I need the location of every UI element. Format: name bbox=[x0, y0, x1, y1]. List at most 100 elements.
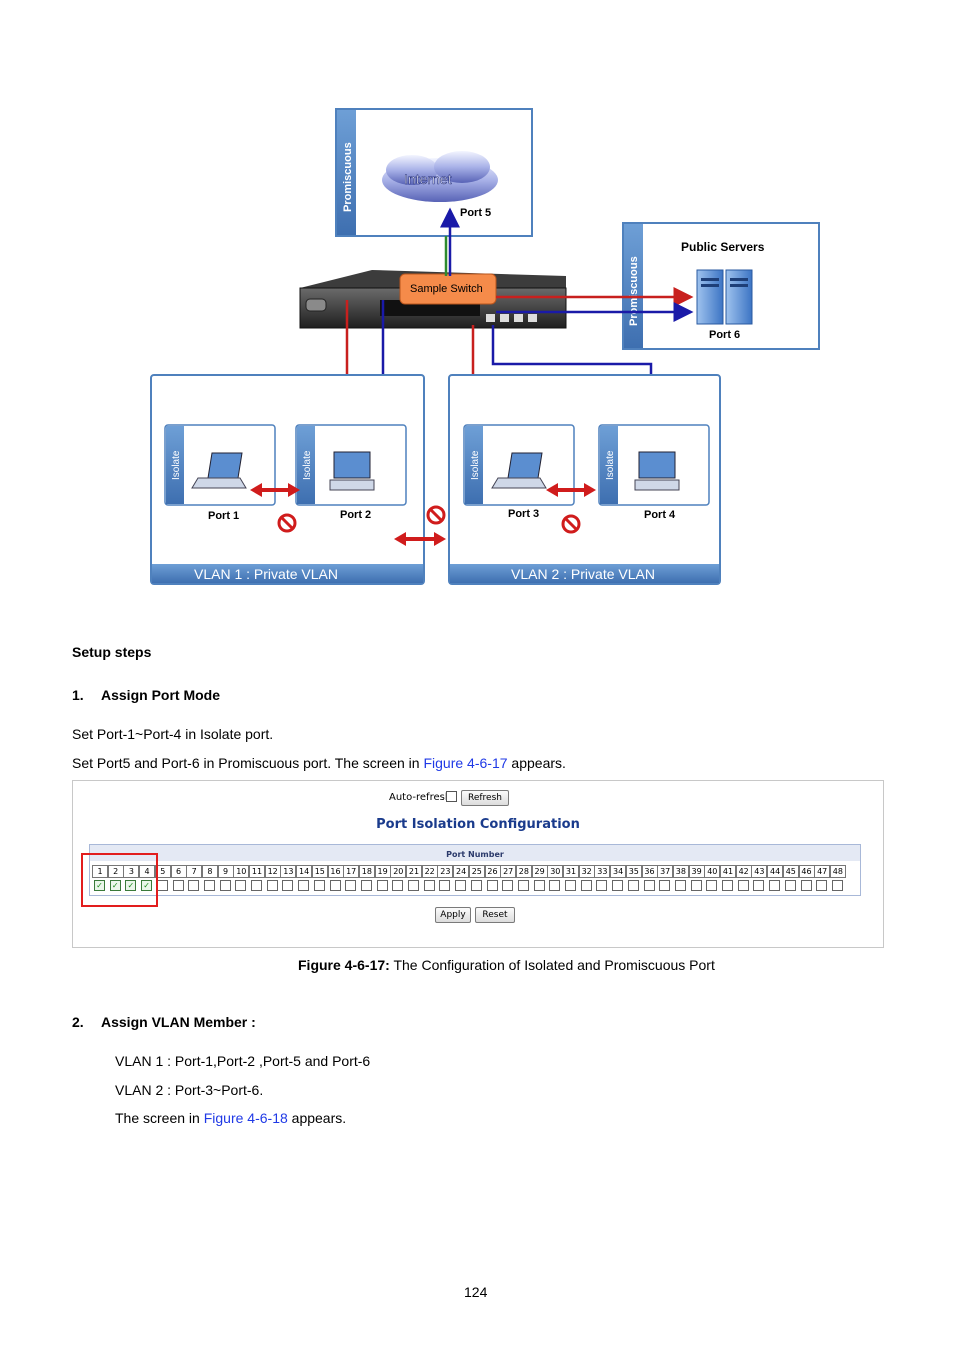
prohibited-icon bbox=[426, 505, 446, 525]
internet-cloud-icon bbox=[382, 151, 498, 202]
port-isolation-checkbox[interactable] bbox=[549, 880, 561, 891]
port-isolation-checkbox[interactable] bbox=[737, 880, 749, 891]
port-isolation-checkbox[interactable] bbox=[816, 880, 828, 891]
port-number-cell: 20 bbox=[390, 865, 407, 878]
port-isolation-checkbox[interactable] bbox=[753, 880, 765, 891]
port-number-cell: 13 bbox=[280, 865, 297, 878]
port-number-cell: 47 bbox=[814, 865, 831, 878]
port-isolation-checkbox[interactable] bbox=[172, 880, 184, 891]
port-number-cell: 18 bbox=[358, 865, 375, 878]
refresh-button[interactable]: Refresh bbox=[461, 790, 509, 806]
port-number-cell: 33 bbox=[594, 865, 611, 878]
port-isolation-checkbox[interactable] bbox=[800, 880, 812, 891]
port-isolation-checkbox[interactable] bbox=[203, 880, 215, 891]
figure-4-6-18-link[interactable]: Figure 4-6-18 bbox=[203, 1110, 288, 1126]
port-isolation-checkbox[interactable] bbox=[282, 880, 294, 891]
port-isolation-checkbox[interactable] bbox=[831, 880, 843, 891]
port-isolation-checkbox[interactable] bbox=[345, 880, 357, 891]
screen-text: The screen in bbox=[115, 1110, 204, 1126]
port-isolation-checkbox[interactable] bbox=[251, 880, 262, 891]
port-number-cell: 1 bbox=[92, 865, 108, 878]
port-isolation-checkbox[interactable] bbox=[517, 880, 529, 891]
port-isolation-checkbox[interactable] bbox=[266, 880, 278, 891]
figure-4-6-17-link[interactable]: Figure 4-6-17 bbox=[423, 755, 508, 771]
port-number-cell: 37 bbox=[657, 865, 674, 878]
port-number-cell: 36 bbox=[641, 865, 658, 878]
port-isolation-checkbox[interactable] bbox=[565, 880, 576, 891]
apply-button[interactable]: Apply bbox=[435, 907, 471, 923]
reset-button[interactable]: Reset bbox=[475, 907, 515, 923]
promiscuous-label-right: Promiscuous bbox=[628, 256, 640, 326]
port-number-cell: 28 bbox=[515, 865, 532, 878]
port-isolation-checkbox[interactable] bbox=[188, 880, 200, 891]
port-isolation-checkbox[interactable] bbox=[643, 880, 655, 891]
port-number-cell: 12 bbox=[264, 865, 281, 878]
port-number-cell: 9 bbox=[217, 865, 234, 878]
port-number-cell: 30 bbox=[547, 865, 564, 878]
port-isolation-checkbox[interactable] bbox=[533, 880, 545, 891]
port-isolation-checkbox[interactable] bbox=[360, 880, 372, 891]
internet-label: Internet bbox=[404, 171, 452, 187]
port-isolation-checkbox[interactable] bbox=[408, 880, 419, 891]
port-isolation-checkbox[interactable] bbox=[612, 880, 624, 891]
port-number-cell: 34 bbox=[610, 865, 627, 878]
port-number-cell: 48 bbox=[829, 865, 846, 878]
port-checkbox-row: ✓ ✓ ✓ ✓ bbox=[92, 879, 860, 893]
port-isolation-screenshot: Auto-refresh Refresh Port Isolation Conf… bbox=[72, 780, 884, 948]
port-isolation-checkbox[interactable] bbox=[596, 880, 608, 891]
port-isolation-checkbox[interactable]: ✓ bbox=[141, 880, 153, 891]
port-isolation-checkbox[interactable] bbox=[156, 880, 168, 891]
port-number-cell: 15 bbox=[311, 865, 328, 878]
port-isolation-checkbox[interactable] bbox=[769, 880, 781, 891]
port-isolation-checkbox[interactable] bbox=[706, 880, 718, 891]
port-number-cell: 6 bbox=[170, 865, 187, 878]
step2-title: Assign VLAN Member : bbox=[101, 1014, 256, 1030]
step1-number: 1. bbox=[72, 687, 84, 703]
port-isolation-checkbox[interactable] bbox=[580, 880, 592, 891]
port-number-cell: 39 bbox=[688, 865, 705, 878]
port2-label: Port 2 bbox=[340, 509, 371, 521]
instruction-text-end: appears. bbox=[507, 755, 566, 771]
port-isolation-checkbox[interactable] bbox=[502, 880, 514, 891]
port-number-cell: 11 bbox=[249, 865, 265, 878]
port-number-cell: 25 bbox=[468, 865, 485, 878]
port-isolation-checkbox[interactable] bbox=[627, 880, 639, 891]
port-number-cell: 10 bbox=[233, 865, 250, 878]
port-number-cell: 40 bbox=[704, 865, 721, 878]
port-isolation-checkbox[interactable] bbox=[219, 880, 231, 891]
double-arrow-icon bbox=[394, 532, 446, 546]
port-isolation-checkbox[interactable] bbox=[690, 880, 702, 891]
port-isolation-checkbox[interactable] bbox=[329, 880, 341, 891]
port-isolation-checkbox[interactable] bbox=[659, 880, 671, 891]
port-isolation-checkbox[interactable] bbox=[313, 880, 325, 891]
double-arrow-icon bbox=[546, 483, 596, 497]
port-isolation-checkbox[interactable] bbox=[674, 880, 686, 891]
port-isolation-checkbox[interactable] bbox=[470, 880, 482, 891]
port-number-cell: 31 bbox=[563, 865, 579, 878]
port-isolation-checkbox[interactable] bbox=[486, 880, 498, 891]
sample-switch-icon: Sample Switch bbox=[299, 270, 567, 329]
port-isolation-checkbox[interactable]: ✓ bbox=[94, 880, 105, 891]
auto-refresh-checkbox[interactable] bbox=[446, 791, 457, 802]
port-number-cell: 41 bbox=[720, 865, 736, 878]
figure-caption: Figure 4-6-17: The Configuration of Isol… bbox=[298, 957, 715, 974]
port-isolation-checkbox[interactable] bbox=[423, 880, 435, 891]
server-icon bbox=[696, 269, 753, 325]
port-number-cell: 45 bbox=[782, 865, 799, 878]
port-isolation-checkbox[interactable] bbox=[455, 880, 467, 891]
port-isolation-checkbox[interactable] bbox=[298, 880, 310, 891]
switch-label: Sample Switch bbox=[410, 283, 483, 295]
port-isolation-checkbox[interactable] bbox=[392, 880, 404, 891]
port-isolation-checkbox[interactable]: ✓ bbox=[125, 880, 137, 891]
port-isolation-checkbox[interactable] bbox=[376, 880, 388, 891]
port-number-cell: 16 bbox=[327, 865, 344, 878]
port-isolation-checkbox[interactable] bbox=[439, 880, 451, 891]
port-number-cell: 23 bbox=[437, 865, 454, 878]
port-isolation-checkbox[interactable] bbox=[722, 880, 733, 891]
port1-label: Port 1 bbox=[208, 510, 239, 522]
port-isolation-checkbox[interactable] bbox=[784, 880, 796, 891]
port-isolation-checkbox[interactable]: ✓ bbox=[109, 880, 121, 891]
port-isolation-checkbox[interactable] bbox=[235, 880, 247, 891]
